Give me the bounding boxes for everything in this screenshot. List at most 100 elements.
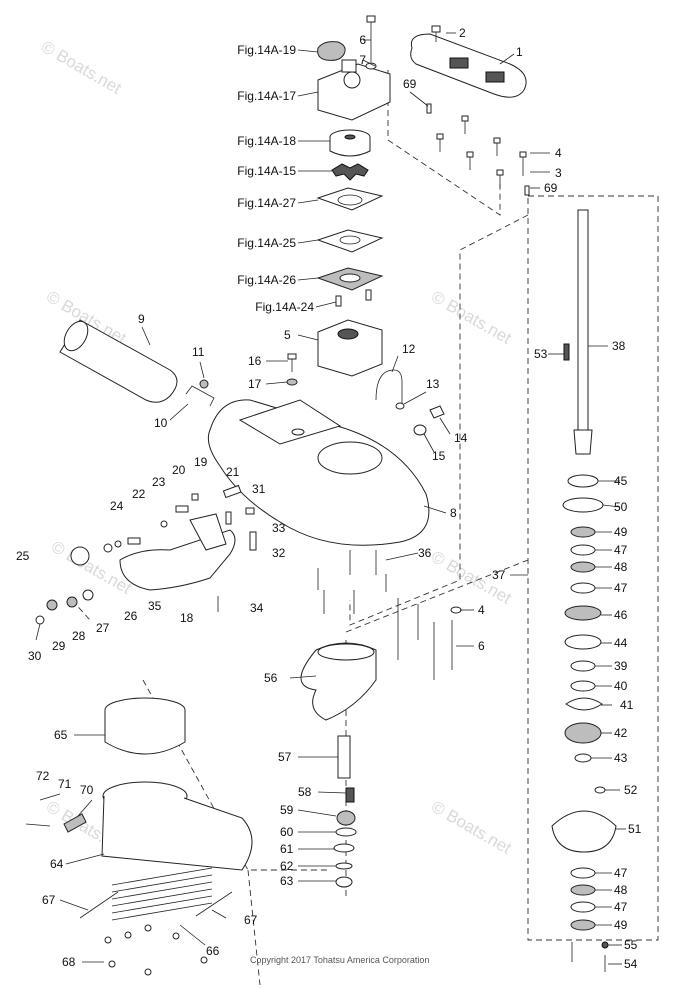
pump-stack bbox=[316, 15, 530, 377]
callout: 3 bbox=[555, 166, 562, 180]
callout: 34 bbox=[250, 601, 264, 615]
callout: 59 bbox=[280, 803, 294, 817]
callout: 63 bbox=[280, 874, 294, 888]
impeller-assembly bbox=[300, 598, 462, 888]
callout: 31 bbox=[252, 482, 266, 496]
callout: 65 bbox=[54, 728, 68, 742]
callout: 61 bbox=[280, 842, 294, 856]
callout: 32 bbox=[272, 546, 286, 560]
figure-ref: Fig.14A-17 bbox=[237, 89, 296, 103]
callout: 42 bbox=[614, 726, 628, 740]
callout: 52 bbox=[624, 783, 638, 797]
callout: 50 bbox=[614, 500, 628, 514]
callout: 64 bbox=[50, 857, 64, 871]
callout: 19 bbox=[194, 455, 208, 469]
callout: 10 bbox=[154, 416, 168, 430]
callout: 48 bbox=[614, 883, 628, 897]
callout: 51 bbox=[628, 822, 642, 836]
figure-ref: Fig.14A-25 bbox=[237, 236, 296, 250]
callout: 69 bbox=[403, 77, 417, 91]
callout: 11 bbox=[192, 345, 205, 359]
callout: 47 bbox=[614, 900, 628, 914]
callout: 62 bbox=[280, 859, 294, 873]
callout: 58 bbox=[298, 785, 312, 799]
callout: 12 bbox=[402, 342, 416, 356]
screen-bars bbox=[111, 867, 213, 921]
callout: 28 bbox=[72, 629, 86, 643]
callout: 67 bbox=[244, 913, 258, 927]
callout: 46 bbox=[614, 608, 628, 622]
callout: 47 bbox=[614, 866, 628, 880]
callout: 17 bbox=[248, 377, 262, 391]
callout: 60 bbox=[280, 825, 294, 839]
callout: 40 bbox=[614, 679, 628, 693]
callout: 4 bbox=[478, 603, 485, 617]
nozzle-assembly bbox=[25, 697, 253, 976]
callout: 15 bbox=[432, 449, 446, 463]
callout: 9 bbox=[138, 312, 145, 326]
callout: 7 bbox=[359, 53, 366, 67]
callout: 5 bbox=[284, 328, 291, 342]
callout: 55 bbox=[624, 938, 638, 952]
callout: 24 bbox=[110, 499, 124, 513]
callout: 14 bbox=[454, 431, 468, 445]
watermark: © Boats.net bbox=[428, 287, 515, 348]
watermark: © Boats.net bbox=[38, 37, 125, 98]
callout: 22 bbox=[132, 487, 146, 501]
leader-lines bbox=[59, 32, 626, 965]
callout: 1 bbox=[516, 45, 523, 59]
callout: 23 bbox=[152, 475, 166, 489]
callout: 36 bbox=[418, 546, 432, 560]
callout: 6 bbox=[478, 639, 485, 653]
callout: 30 bbox=[28, 649, 42, 663]
part-callouts: 1 2 3 4 5 6 7 8 9 10 11 12 13 14 15 16 1… bbox=[16, 26, 642, 971]
callout: 70 bbox=[80, 783, 94, 797]
callout: 53 bbox=[534, 347, 548, 361]
callout: 6 bbox=[359, 33, 366, 47]
callout: 20 bbox=[172, 463, 186, 477]
figure-ref: Fig.14A-26 bbox=[237, 273, 296, 287]
callout: 67 bbox=[42, 893, 56, 907]
callout: 48 bbox=[614, 560, 628, 574]
callout: 4 bbox=[555, 146, 562, 160]
main-housing bbox=[35, 319, 445, 641]
callout: 71 bbox=[58, 777, 72, 791]
callout: 41 bbox=[620, 698, 634, 712]
callout: 57 bbox=[278, 750, 292, 764]
callout: 45 bbox=[614, 474, 628, 488]
callout: 47 bbox=[614, 543, 628, 557]
watermark: © Boats.net bbox=[428, 797, 515, 858]
copyright: Copyright 2017 Tohatsu America Corporati… bbox=[250, 955, 429, 965]
callout: 72 bbox=[36, 769, 50, 783]
callout: 39 bbox=[614, 659, 628, 673]
callout: 54 bbox=[624, 957, 638, 971]
callout: 8 bbox=[450, 506, 457, 520]
callout: 26 bbox=[124, 609, 138, 623]
callout: 43 bbox=[614, 751, 628, 765]
callout: 69 bbox=[544, 181, 558, 195]
callout: 18 bbox=[180, 611, 194, 625]
callout: 47 bbox=[614, 581, 628, 595]
callout: 66 bbox=[206, 944, 220, 958]
callout: 21 bbox=[226, 465, 240, 479]
callout: 68 bbox=[62, 955, 76, 969]
callout: 13 bbox=[426, 377, 440, 391]
callout: 2 bbox=[459, 26, 466, 40]
callout: 49 bbox=[614, 918, 628, 932]
callout: 49 bbox=[614, 525, 628, 539]
figure-ref: Fig.14A-19 bbox=[237, 43, 296, 57]
callout: 44 bbox=[614, 636, 628, 650]
callout: 25 bbox=[16, 549, 30, 563]
callout: 35 bbox=[148, 599, 162, 613]
callout: 27 bbox=[96, 621, 110, 635]
callout: 37 bbox=[492, 568, 506, 582]
figure-ref: Fig.14A-24 bbox=[255, 300, 314, 314]
figure-ref: Fig.14A-18 bbox=[237, 134, 296, 148]
figure-ref: Fig.14A-27 bbox=[237, 196, 296, 210]
callout: 56 bbox=[264, 671, 278, 685]
drive-shaft-column bbox=[551, 209, 617, 972]
callout: 33 bbox=[272, 521, 286, 535]
callout: 38 bbox=[612, 339, 626, 353]
figure-references: Fig.14A-19 Fig.14A-17 Fig.14A-18 Fig.14A… bbox=[237, 43, 314, 314]
